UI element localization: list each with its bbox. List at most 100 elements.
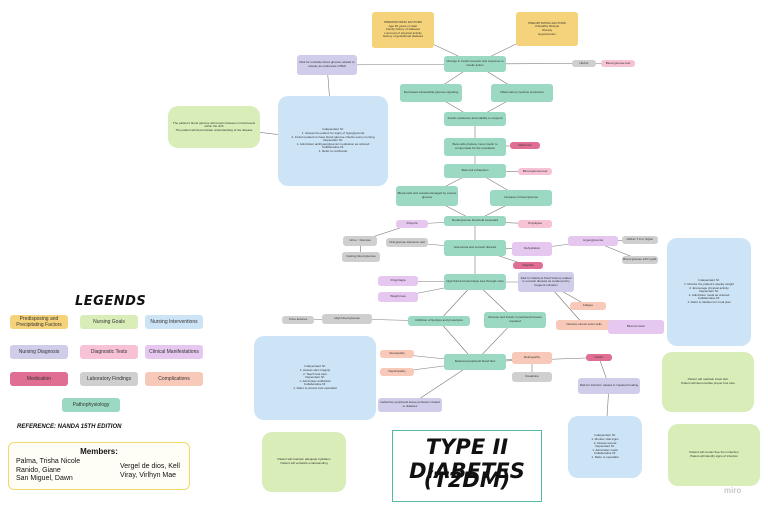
node-p9: High fluid and electrolyte loss through … <box>444 274 506 290</box>
node-text: High blood glucose <box>334 316 360 321</box>
node-p12: Reduced peripheral blood flow <box>444 354 506 370</box>
node-int1: Independent NI: 1. Assess the patient fo… <box>278 96 388 186</box>
node-text: Ineffective peripheral tissue perfusion … <box>380 400 440 408</box>
node-predisposing: PREDISPOSING FACTORS Age 45 years or old… <box>372 12 434 48</box>
node-precipitating: PRECIPITATING FACTORS Unhealthy lifestyl… <box>516 12 578 46</box>
node-p2a: Decreased intracellular glucose signalin… <box>400 84 462 102</box>
node-med2: Glipizide <box>513 262 543 269</box>
node-int4: Independent NI: 1. Monitor vital signs 2… <box>568 416 642 478</box>
node-text: Inhibition of lipolysis and proteolysis <box>415 318 463 323</box>
node-p4: Beta cells produce more insulin to compe… <box>444 138 506 156</box>
member-name: Viray, Virlhyn Mae <box>120 471 177 479</box>
node-text: PREDISPOSING FACTORS Age 45 years or old… <box>382 20 424 39</box>
node-text: Neuropathy <box>389 351 405 356</box>
node-text: Oral glucose tolerance test <box>389 239 425 244</box>
watermark: miro <box>724 486 742 495</box>
node-p7: Renal glucose threshold exceeded <box>444 216 506 226</box>
node-text: Patient will maintain adequate hydration… <box>277 457 331 465</box>
main-title-line1: TYPE II DIABETES <box>409 435 525 483</box>
node-p2b: Inflammatory cytokine production <box>491 84 553 102</box>
node-goal1: The patient’s blood glucose will remain … <box>168 106 260 148</box>
node-lab-bg: Blood glucose 126 mg/dL <box>622 256 658 264</box>
node-dx-dehydration: Dehydration <box>512 242 552 256</box>
reference-label: REFERENCE: NANDA 15TH EDITION <box>17 424 122 430</box>
node-p10: Inhibition of lipolysis and proteolysis <box>408 316 470 326</box>
node-goal2: Patient will maintain adequate hydration… <box>262 432 346 492</box>
members-left: Palma, Trisha Nicole Ranido, Giane San M… <box>16 458 80 484</box>
node-cm-fatigue: Fatigue <box>570 302 606 310</box>
node-comp-neuro: Neuropathy <box>380 350 414 358</box>
node-goal3: Patient will maintain intact skin Patien… <box>662 352 754 412</box>
node-cm-polyphagia: Polyphagia <box>378 276 418 286</box>
main-title-box: TYPE II DIABETES (T2DM) <box>392 430 542 502</box>
members-title: Members: <box>80 447 118 456</box>
node-text: Blood glucose test <box>522 168 548 173</box>
node-lab-hba1c-2: HbA1c 7.0 or higher <box>622 236 658 244</box>
node-text: Dehydration <box>523 246 541 251</box>
node-lab-hyper: High blood glucose <box>322 314 372 324</box>
legend-item-goals: Nursing Goals <box>80 315 138 329</box>
node-text: Independent NI: 1. Monitor vital signs 2… <box>591 433 619 459</box>
node-text: Risk for unstable blood glucose related … <box>299 60 355 68</box>
node-text: Blood cells and vessels damaged by exces… <box>397 191 457 199</box>
main-title-line2: (T2DM) <box>423 468 511 492</box>
node-text: Renal glucose threshold exceeded <box>451 218 499 223</box>
node-dx-skin: Ineffective peripheral tissue perfusion … <box>378 398 442 412</box>
node-text: Change in insulin receptor and response … <box>446 59 504 67</box>
node-text: Urine ketones <box>288 317 308 322</box>
members-box: Members: Palma, Trisha Nicole Ranido, Gi… <box>8 442 190 490</box>
node-med1: Metformin <box>510 142 540 149</box>
node-text: Insulin resistance and inability to resp… <box>447 116 503 121</box>
legend-item-pathophysiology: Pathophysiology <box>62 398 120 412</box>
node-med3: Insulin <box>586 354 612 361</box>
legend-item-medication: Medication <box>10 372 68 386</box>
node-text: Fatigue <box>582 303 593 308</box>
node-text: Risk for Deficient Fluid Volume related … <box>520 275 572 287</box>
node-text: Glipizide <box>522 262 534 267</box>
node-text: Urine ↑ Glucose <box>349 238 371 243</box>
node-p6a: Blood cells and vessels damaged by exces… <box>396 186 458 206</box>
legend-item-diagnostic_tests: Diagnostic Tests <box>80 345 138 359</box>
legend-item-predisposing: Predisposing and Precipitating Factors <box>10 315 68 329</box>
node-text: High fluid and electrolyte loss through … <box>446 279 504 284</box>
node-dx-risk: Risk for unstable blood glucose related … <box>297 55 357 75</box>
node-text: Beta cell exhaustion <box>461 168 489 173</box>
node-text: Hyperglycemia <box>583 238 603 243</box>
node-text: Patient will maintain intact skin Patien… <box>681 377 735 385</box>
node-text: Beta cells produce more insulin to compe… <box>452 142 498 150</box>
node-text: Blood glucose test <box>605 60 631 65</box>
node-text: Decreased intracellular glucose signalin… <box>403 90 459 95</box>
node-comp-nephro: Nephropathy <box>380 368 414 376</box>
node-text: Glucose cannot enter cells <box>566 322 602 327</box>
node-text: Patient will remain free from infection … <box>689 450 739 458</box>
node-dehydration-2: Glucose cannot enter cells <box>556 320 612 330</box>
node-hyperglycemia: Hyperglycemia <box>568 236 618 246</box>
node-int3: Independent NI: 1. Assess skin integrity… <box>254 336 376 420</box>
node-text: PRECIPITATING FACTORS Unhealthy lifestyl… <box>528 20 566 36</box>
node-p6b: Increase in blood glucose <box>490 190 552 206</box>
node-goal4: Patient will remain free from infection … <box>668 424 760 486</box>
node-comp-retino: Retinopathy <box>512 352 552 364</box>
node-text: Independent NI: 1. Assess skin integrity… <box>293 364 337 390</box>
legend-item-lab: Laboratory Findings <box>80 372 138 386</box>
node-text: Independent NI: 1. Monitor the patient’s… <box>684 278 734 304</box>
node-text: Inflammatory cytokine production <box>499 90 545 95</box>
node-text: Reduced peripheral blood flow <box>454 359 496 364</box>
node-text: Glucose and insulin in peripheral tissue… <box>488 315 542 323</box>
node-p8: Glucosuria and osmotic diuresis <box>444 240 506 256</box>
node-text: Weight loss <box>390 294 406 299</box>
node-dx-infection: Risk for infection related to impaired h… <box>578 378 640 394</box>
node-text: Glucosuria and osmotic diuresis <box>453 245 497 250</box>
node-hba1c: HbA1c <box>572 60 596 67</box>
node-p11: Glucose and insulin in peripheral tissue… <box>484 312 546 328</box>
node-text: HbA1c 7.0 or higher <box>626 237 654 242</box>
legend-item-diagnosis: Nursing Diagnosis <box>10 345 68 359</box>
node-cm-polyuria: Polyuria <box>396 220 428 228</box>
node-text: The patient’s blood glucose will remain … <box>172 120 256 132</box>
node-text: HbA1c <box>579 60 589 65</box>
member-name: Ranido, Giane <box>16 466 61 474</box>
node-text: Polyphagia <box>390 278 406 283</box>
legend-item-complications: Complications <box>145 372 203 386</box>
node-text: Metformin <box>518 142 532 147</box>
legend-item-clinical: Clinical Manifestations <box>145 345 203 359</box>
